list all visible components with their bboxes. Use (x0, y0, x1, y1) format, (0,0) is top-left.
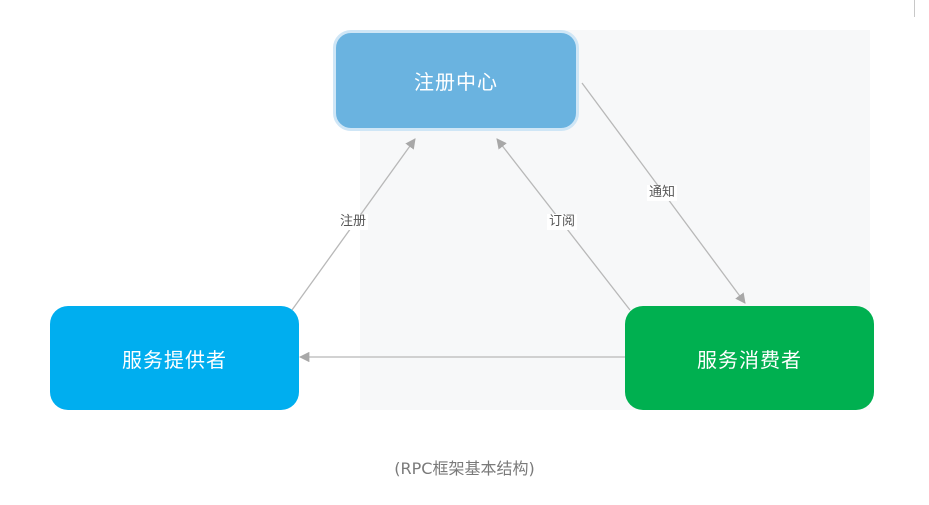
edge-label-subscribe: 订阅 (547, 214, 578, 230)
edge-label-notify: 通知 (647, 185, 678, 201)
edge-label-register: 注册 (338, 214, 369, 230)
corner-mark (914, 0, 915, 17)
diagram-caption: (RPC框架基本结构) (394, 459, 535, 478)
node-service-provider: 服务提供者 (50, 306, 299, 410)
node-registry: 注册中心 (333, 30, 579, 131)
node-service-consumer: 服务消费者 (625, 306, 874, 410)
